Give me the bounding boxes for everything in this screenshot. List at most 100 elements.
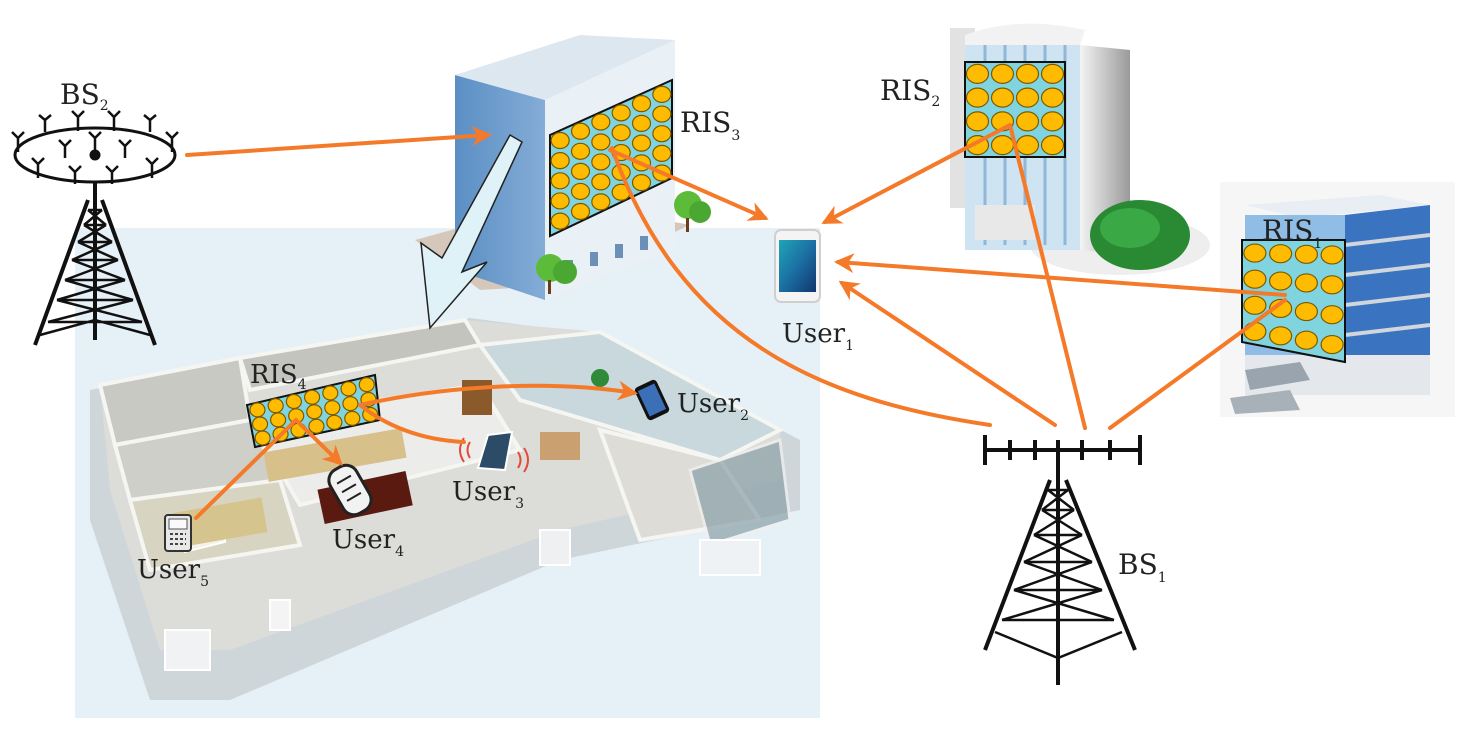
phone-keypad [336, 474, 362, 502]
ris-element [303, 389, 321, 405]
ris-element [570, 142, 591, 160]
bs1-label: BS1 [1118, 548, 1167, 586]
link-bs2-to-ris3 [185, 126, 492, 157]
ris1-elements [1243, 243, 1344, 355]
window [539, 529, 571, 566]
bed [172, 497, 268, 548]
ris-element [1243, 295, 1267, 315]
link-bs1-to-ris3 [610, 146, 992, 427]
building-entrance [975, 205, 1035, 240]
ris-element [1294, 244, 1318, 264]
ris-element [591, 113, 611, 131]
ris-element [591, 133, 611, 151]
link-ris2-to-user1 [821, 123, 1012, 224]
ris-element [591, 193, 611, 211]
glass-room [688, 437, 792, 547]
ris2-building [950, 23, 1210, 275]
link-bs1-to-user1 [838, 280, 1057, 427]
user5-label: User5 [137, 555, 209, 590]
ris-element [631, 174, 652, 192]
ris-element [631, 114, 652, 132]
ris-element [308, 418, 325, 434]
link-ris4-to-user5 [194, 418, 298, 520]
phone-keypad [170, 533, 186, 545]
ris4-indoor [245, 373, 382, 449]
desk [540, 432, 580, 460]
bs1-antenna-array [983, 435, 1142, 465]
ris-element [358, 377, 375, 393]
ris-element [254, 430, 271, 446]
tablet-icon [476, 430, 514, 472]
ris-element [1269, 298, 1293, 319]
building-roof [1245, 195, 1430, 218]
indoor-penetration-arrow [420, 133, 523, 330]
ris3-label: RIS3 [680, 106, 740, 144]
user4-label: User4 [332, 525, 404, 560]
ris-element [251, 416, 269, 432]
bs1-tower [983, 435, 1142, 685]
ris-element [611, 104, 631, 122]
link-ris4-to-user2 [358, 380, 638, 407]
phone-screen [168, 518, 188, 530]
ris-element [570, 182, 591, 201]
ris-element [1040, 87, 1065, 108]
signal-waves-icon [517, 447, 529, 473]
ris-element [591, 153, 611, 171]
bs2-tower-lattice [39, 208, 151, 337]
ris-element [322, 385, 339, 401]
user1-label: User1 [782, 319, 854, 354]
window [269, 599, 291, 631]
bs1-tower-lattice [994, 488, 1123, 660]
window [699, 539, 761, 576]
ris-element [965, 63, 990, 84]
building-side [1080, 45, 1130, 255]
ris-element [652, 85, 672, 104]
ris1-label: RIS1 [1262, 214, 1322, 252]
ris-element [652, 105, 672, 123]
ris-element [1320, 305, 1344, 325]
ris-element [1015, 111, 1040, 132]
bs2-tower [11, 110, 179, 346]
ris-element [990, 87, 1015, 108]
ris-element [1269, 326, 1293, 346]
ris-element [652, 144, 672, 162]
ris-element [1320, 245, 1344, 265]
user3-label: User3 [452, 477, 524, 512]
ris-element [1320, 334, 1344, 355]
ris-element [249, 402, 266, 418]
user3-device [459, 430, 529, 473]
ris-element [1015, 87, 1040, 108]
trees [536, 191, 711, 294]
ris-element [570, 122, 591, 140]
signal-links [185, 123, 1287, 520]
bush-highlight [1100, 208, 1160, 248]
ris-element [611, 124, 631, 142]
ris-element [965, 87, 990, 108]
plant [591, 369, 609, 387]
ris-element [631, 134, 652, 152]
ris-element [990, 63, 1015, 84]
ris-element [550, 131, 570, 150]
ris-element [1269, 271, 1293, 291]
ris-element [550, 152, 570, 170]
ris-element [1320, 275, 1344, 295]
bs2-antenna-elements [11, 110, 179, 184]
bs1-tower-legs [983, 450, 1137, 685]
link-ris1-to-user1 [834, 253, 1287, 297]
ris-element [270, 412, 287, 428]
user5-device [164, 514, 192, 552]
user4-device [327, 463, 373, 517]
ris-element [1015, 63, 1040, 84]
entrance-steps [1230, 390, 1300, 414]
ris4-elements [249, 377, 379, 446]
ris-element [1294, 273, 1318, 293]
ris-element [990, 135, 1015, 156]
ris2-elements [965, 63, 1065, 156]
ris-element [340, 381, 357, 397]
ris-element [324, 400, 341, 416]
ris-element [1269, 244, 1293, 264]
smartphone-screen [779, 240, 816, 292]
ris-element [306, 404, 323, 420]
smartphone-screen [637, 383, 667, 417]
